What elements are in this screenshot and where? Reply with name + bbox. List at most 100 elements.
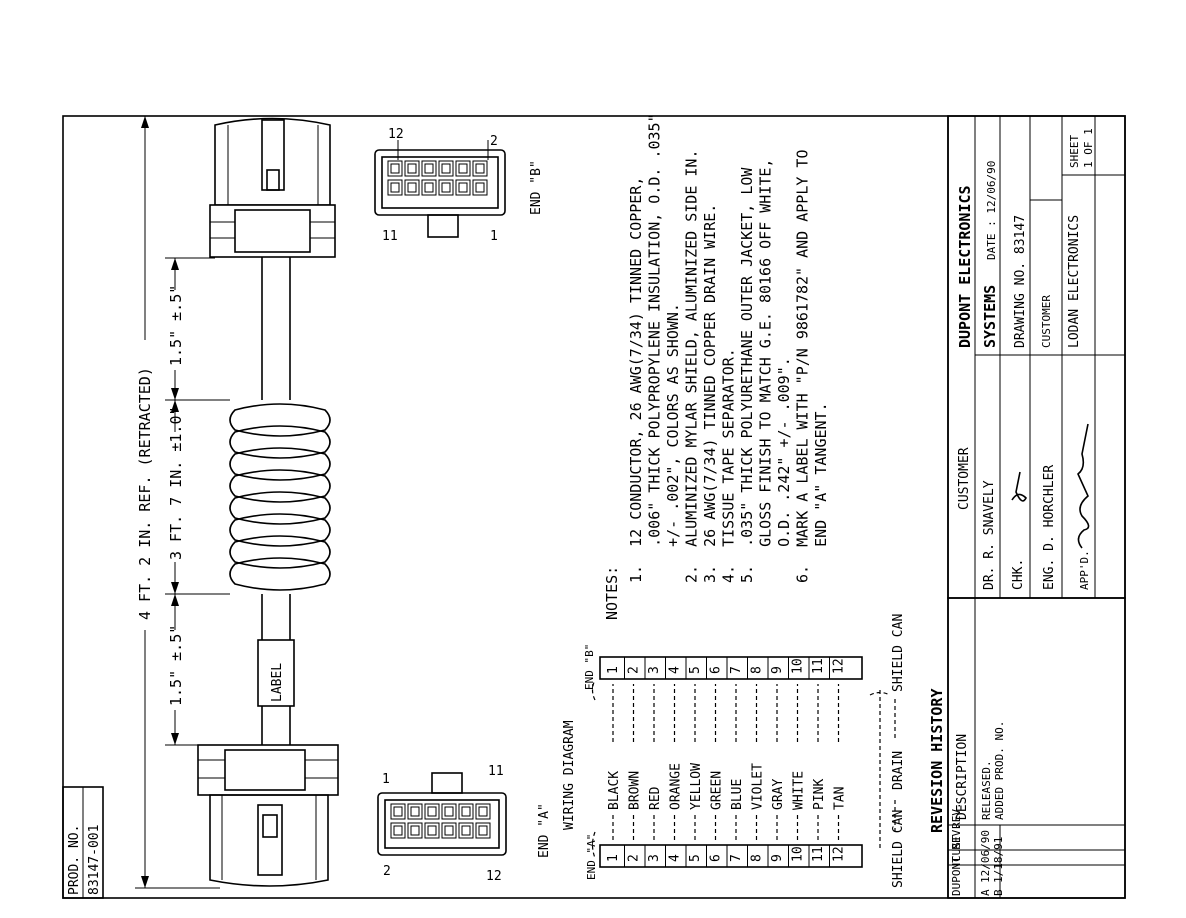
- rev-row-a-rev: A: [979, 889, 992, 896]
- plug-end-a: [197, 744, 339, 887]
- wiring-end-b: END "B": [583, 644, 596, 690]
- end-a-pin: [461, 825, 471, 836]
- end-a-pin-2: 2: [383, 864, 391, 879]
- end-a-cavity: [424, 803, 440, 820]
- wire-color-label: PINK: [812, 779, 827, 810]
- rev-header-desc: DESCRIPTION: [955, 734, 970, 820]
- pin-a-number: 6: [709, 854, 724, 862]
- pin-b-number: 7: [729, 666, 744, 674]
- wire-color-label: BLACK: [607, 771, 622, 810]
- pin-a-number: 9: [770, 854, 785, 862]
- end-a-pin: [410, 806, 420, 817]
- cable-assembly: 4 FT. 2 IN. REF. (RETRACTED) 1.5" ±.5" 3…: [135, 115, 339, 889]
- shield-can-a: SHIELD CAN: [891, 810, 906, 888]
- sheet-number: 1 OF 1: [1082, 128, 1095, 168]
- end-a-pin-1: 1: [382, 772, 390, 787]
- end-b-cavity: [387, 179, 403, 196]
- cable-label-box: [257, 639, 295, 707]
- end-b-pin: [475, 163, 485, 174]
- end-b-pin: [407, 163, 417, 174]
- overall-dimension-text: 4 FT. 2 IN. REF. (RETRACTED): [136, 367, 154, 620]
- end-b-cavity: [438, 179, 454, 196]
- end-a-pin: [427, 806, 437, 817]
- end-a-pin: [461, 806, 471, 817]
- rev-header-dupont: DUPONT REV.: [950, 823, 963, 896]
- pin-a-number: 8: [750, 854, 765, 862]
- end-a-pin: [410, 825, 420, 836]
- coil-dimension: 3 FT. 7 IN. ±1.0": [167, 406, 185, 560]
- customer-label: CUSTOMER: [1040, 295, 1053, 348]
- note-line: 5. .035" THICK POLYURETHANE OUTER JACKET…: [738, 167, 756, 583]
- end-b-pin: [424, 182, 434, 193]
- end-a-pin-12: 12: [486, 869, 502, 884]
- rev-row-a-date: 12/06/90: [979, 830, 992, 883]
- pin-a-number: 2: [627, 854, 642, 862]
- note-line: END "A" TANGENT.: [812, 402, 830, 583]
- pin-b-number: 6: [709, 666, 724, 674]
- end-b-pin: [475, 182, 485, 193]
- drawn-by: DR. R. SNAVELY: [982, 480, 997, 590]
- checked-signature: [1011, 471, 1027, 502]
- pin-a-number: 11: [811, 846, 826, 862]
- end-b-pin: [441, 163, 451, 174]
- pin-b-number: 2: [627, 666, 642, 674]
- wire-color-label: BLUE: [730, 779, 745, 810]
- end-a-pin: [427, 825, 437, 836]
- wire-color-label: YELLOW: [689, 763, 704, 810]
- end-a-cavity: [475, 803, 491, 820]
- pin-b-number: 3: [647, 666, 662, 674]
- wiring-title: WIRING DIAGRAM: [562, 720, 577, 830]
- title-block: CUSTOMER DR. R. SNAVELY CHK. ENG. D. HOR…: [947, 115, 1126, 599]
- end-b-pin: [458, 163, 468, 174]
- end-b-cavity: [455, 160, 471, 177]
- pin-b-number: 11: [811, 658, 826, 674]
- revision-title: REVESION HISTORY: [928, 689, 946, 834]
- engineer: ENG. D. HORCHLER: [1042, 465, 1057, 590]
- pin-b-number: 5: [688, 666, 703, 674]
- end-a-pin: [444, 825, 454, 836]
- pin-b-number: 9: [770, 666, 785, 674]
- end-a-pin: [478, 806, 488, 817]
- pin-b-number: 10: [791, 658, 806, 674]
- pin-b-number: 1: [606, 666, 621, 674]
- pin-a-number: 12: [832, 846, 847, 862]
- note-line: +/- .002", COLORS AS SHOWN.: [664, 303, 682, 583]
- note-line: 6. MARK A LABEL WITH "P/N 9861782" AND A…: [794, 150, 812, 583]
- pin-a-number: 4: [668, 854, 683, 862]
- drawing-date: DATE : 12/06/90: [985, 161, 998, 260]
- wire-color-label: GRAY: [771, 779, 786, 810]
- wire-color-label: GREEN: [710, 771, 725, 810]
- end-b-cavity: [404, 160, 420, 177]
- end-b-cavity: [421, 160, 437, 177]
- customer-header: CUSTOMER: [957, 447, 972, 510]
- connector-face-end-a: 1 11 2 12 END "A": [377, 764, 552, 884]
- end-a-cavity: [407, 822, 423, 839]
- prod-no-value: 83147-001: [87, 825, 102, 895]
- notes-block: NOTES: 1. 12 CONDUCTOR, 26 AWG(7/34) TIN…: [603, 113, 830, 620]
- end-a-cavity: [407, 803, 423, 820]
- end-b-pin: [441, 182, 451, 193]
- note-line: 2. ALUMINIZED MYLAR SHIELD, ALUMINIZED S…: [683, 150, 701, 583]
- connector-face-end-b: 12 2 11 1 END "B": [374, 127, 544, 244]
- end-a-cavity: [458, 822, 474, 839]
- approved-signature: [1077, 423, 1090, 549]
- end-a-pin-11: 11: [488, 764, 504, 779]
- sheet-label: SHEET: [1068, 135, 1081, 168]
- end-a-pin: [393, 825, 403, 836]
- end-a-pin: [393, 806, 403, 817]
- prod-no-box: PROD. NO. 83147-001: [62, 786, 104, 899]
- wiring-end-a: END "A": [585, 834, 598, 880]
- plug-end-b: [209, 117, 336, 258]
- rev-row-b-rev: B: [992, 889, 1005, 896]
- note-line: GLOSS FINISH TO MATCH G.E. 80166 OFF WHI…: [757, 159, 775, 583]
- rev-row-a-desc: RELEASED.: [980, 760, 993, 820]
- prod-no-label: PROD. NO.: [67, 825, 82, 895]
- end-a-cavity: [441, 803, 457, 820]
- lead-a-dimension: 1.5" ±.5": [167, 625, 185, 706]
- note-line: .006" THICK POLYPROPYLENE INSULATION, O.…: [646, 113, 664, 583]
- end-a-pin: [478, 825, 488, 836]
- end-a-pin: [444, 806, 454, 817]
- end-b-pin: [390, 163, 400, 174]
- pin-row-end-a: [599, 844, 863, 868]
